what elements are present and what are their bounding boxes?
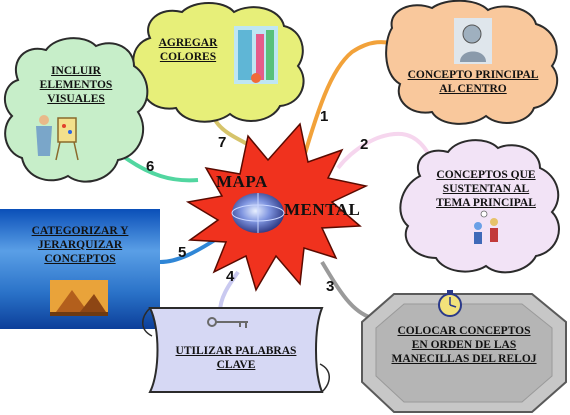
node-incluir-elementos — [3, 37, 149, 183]
label-line: AGREGAR — [158, 37, 218, 49]
node-agregar-colores — [132, 2, 305, 123]
step-number-5: 5 — [178, 244, 187, 261]
center-word-mental: MENTAL — [284, 200, 361, 219]
center-word-mapa: MAPA — [216, 172, 268, 191]
label-line: INCLUIR — [51, 65, 101, 77]
label-line: CLAVE — [216, 359, 256, 371]
node-label-conceptos-sustentan: CONCEPTOS QUE SUSTENTAN AL TEMA PRINCIPA… — [420, 168, 552, 210]
painter-icon — [36, 115, 79, 161]
node-label-utilizar-palabras: UTILIZAR PALABRAS CLAVE — [156, 344, 316, 372]
label-line: SUSTENTAN AL — [442, 183, 530, 195]
label-line: AL CENTRO — [439, 83, 507, 95]
label-line: TEMA PRINCIPAL — [436, 197, 536, 209]
node-label-agregar-colores: AGREGAR COLORES — [148, 36, 228, 64]
label-line: COLOCAR CONCEPTOS — [397, 325, 531, 337]
cloud-lilac-shape — [399, 139, 560, 274]
clock-icon — [438, 290, 462, 317]
label-line: VISUALES — [47, 93, 105, 105]
step-number-3: 3 — [326, 278, 335, 295]
pyramids-icon — [50, 280, 108, 316]
node-colocar-conceptos — [361, 290, 567, 413]
label-line: CATEGORIZAR Y — [31, 225, 129, 237]
label-line: ELEMENTOS — [39, 79, 113, 91]
connector-6 — [118, 152, 199, 183]
thinking-person-icon — [454, 18, 492, 64]
node-label-concepto-principal: CONCEPTO PRINCIPAL AL CENTRO — [398, 68, 548, 96]
paint-brush-icon — [234, 26, 278, 84]
step-number-1: 1 — [320, 108, 329, 125]
label-line: CONCEPTOS — [44, 253, 116, 265]
label-line: COLORES — [159, 51, 217, 63]
node-categorizar — [0, 209, 160, 329]
node-concepto-principal — [385, 0, 559, 125]
connector-3 — [320, 260, 373, 320]
node-utilizar-palabras — [142, 307, 330, 393]
node-label-colocar-conceptos: COLOCAR CONCEPTOS EN ORDEN DE LAS MANECI… — [370, 324, 558, 366]
connector-1 — [298, 40, 401, 171]
node-conceptos-sustentan — [399, 139, 560, 274]
step-number-4: 4 — [226, 268, 235, 285]
label-line: MANECILLAS DEL RELOJ — [391, 353, 537, 365]
globe-sphere-icon — [231, 193, 285, 233]
label-line: CONCEPTO PRINCIPAL — [407, 69, 539, 81]
people-thinking-icon — [474, 210, 498, 244]
node-label-categorizar: CATEGORIZAR Y JERARQUIZAR CONCEPTOS — [6, 224, 154, 266]
step-number-2: 2 — [360, 136, 369, 153]
step-number-7: 7 — [218, 134, 227, 151]
step-number-6: 6 — [146, 158, 155, 175]
key-icon — [207, 317, 248, 328]
connector-2 — [336, 131, 436, 170]
label-line: JERARQUIZAR — [37, 239, 123, 251]
label-line: UTILIZAR PALABRAS — [175, 345, 297, 357]
central-starburst — [185, 122, 369, 292]
label-line: CONCEPTOS QUE — [436, 169, 536, 181]
node-label-incluir-elementos: INCLUIR ELEMENTOS VISUALES — [22, 64, 130, 106]
label-line: EN ORDEN DE LAS — [411, 339, 517, 351]
